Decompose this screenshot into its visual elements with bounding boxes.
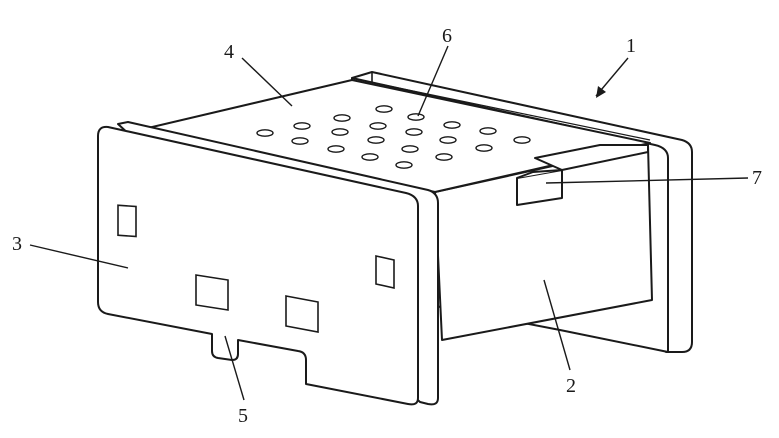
leader-5 <box>224 335 245 401</box>
leader-lines <box>29 45 749 401</box>
leader-6 <box>417 45 449 117</box>
window-left-upper <box>117 204 137 238</box>
contact-hole <box>333 114 351 122</box>
label-3: 3 <box>12 233 22 255</box>
front-windows <box>117 204 395 333</box>
window-right-lower <box>285 295 319 333</box>
label-5: 5 <box>238 405 248 427</box>
window-right-upper <box>375 255 395 289</box>
contact-hole <box>435 153 453 161</box>
contact-hole <box>375 105 393 113</box>
contact-hole <box>443 121 461 129</box>
label-7: 7 <box>752 167 762 189</box>
contact-hole <box>361 153 379 161</box>
contact-hole <box>256 129 274 137</box>
reference-numerals: 1 2 3 4 5 6 7 <box>12 25 762 427</box>
contact-hole <box>479 127 497 135</box>
contact-hole <box>405 128 423 136</box>
contact-hole <box>367 136 385 144</box>
leader-3 <box>29 244 129 269</box>
contact-hole <box>513 136 531 144</box>
label-4: 4 <box>224 41 234 63</box>
contact-hole <box>401 145 419 153</box>
window-left-lower <box>195 274 229 311</box>
label-2: 2 <box>566 375 576 397</box>
label-1: 1 <box>626 35 636 57</box>
contact-hole <box>407 113 425 121</box>
contact-hole <box>291 137 309 145</box>
contact-hole <box>439 136 457 144</box>
contact-hole <box>395 161 413 169</box>
contact-hole <box>293 122 311 130</box>
leader-4 <box>241 57 293 107</box>
front-flange <box>97 121 439 406</box>
contact-hole <box>327 145 345 153</box>
latch-block <box>516 144 649 206</box>
arrow-1 <box>596 86 606 98</box>
leader-2 <box>543 279 571 371</box>
contact-hole <box>369 122 387 130</box>
contact-hole <box>331 128 349 136</box>
leader-7 <box>545 177 749 184</box>
contact-hole <box>475 144 493 152</box>
label-6: 6 <box>442 25 452 47</box>
contact-hole-grid <box>256 105 531 169</box>
